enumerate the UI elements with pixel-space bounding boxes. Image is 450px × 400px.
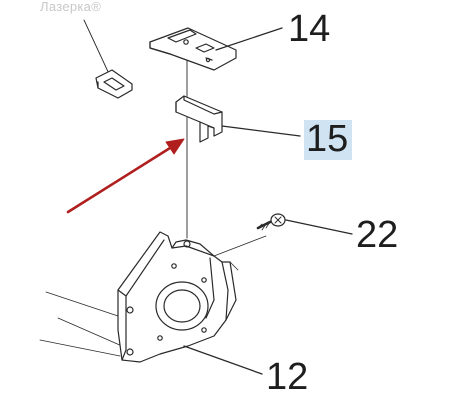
part-22-screw [256, 213, 286, 231]
watermark: Лазерка® [40, 0, 102, 14]
callout-12: 12 [266, 356, 309, 398]
callout-15: 15 [304, 120, 353, 160]
part-15-sensor [175, 95, 223, 143]
callout-14: 14 [288, 8, 331, 50]
leader-line-22 [285, 219, 353, 235]
part-14-bracket [149, 27, 237, 71]
leader-line-12 [183, 345, 263, 375]
leader-line-14 [215, 27, 283, 51]
callout-22: 22 [356, 214, 399, 256]
part-12-frame [39, 231, 267, 363]
clip-part [83, 19, 133, 99]
leader-line-15 [221, 125, 301, 137]
red-pointer-arrow [66, 138, 185, 214]
